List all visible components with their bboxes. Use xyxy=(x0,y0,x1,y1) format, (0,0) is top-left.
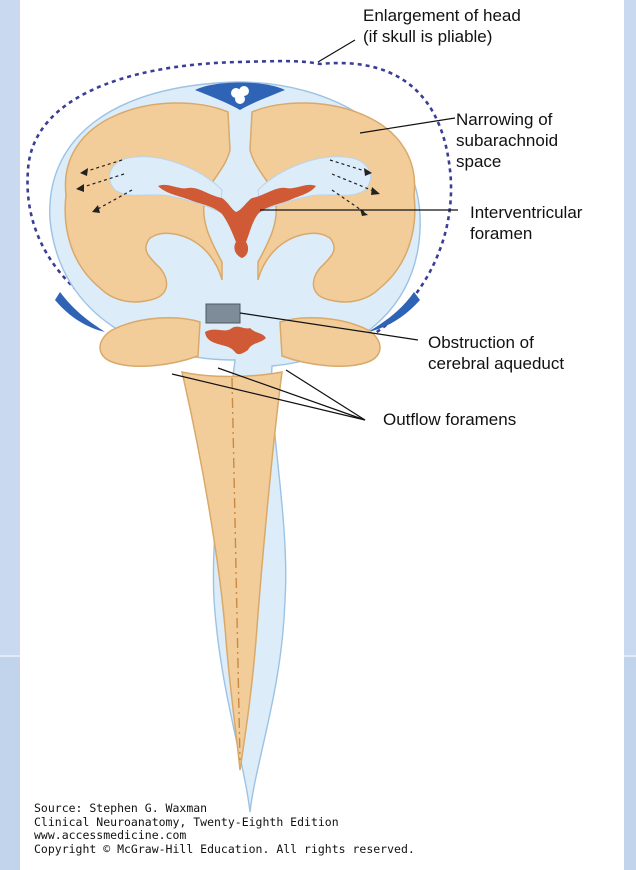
source-line-copyright: Copyright © McGraw-Hill Education. All r… xyxy=(34,843,415,857)
source-line-author: Source: Stephen G. Waxman xyxy=(34,802,415,816)
source-citation: Source: Stephen G. Waxman Clinical Neuro… xyxy=(34,802,415,856)
label-enlargement-line1: Enlargement of head xyxy=(363,6,521,26)
label-interventricular-line1: Interventricular xyxy=(470,203,582,223)
label-narrowing-line3: space xyxy=(456,152,501,172)
label-narrowing-line2: subarachnoid xyxy=(456,131,558,151)
source-line-book: Clinical Neuroanatomy, Twenty-Eighth Edi… xyxy=(34,816,415,830)
label-obstruction-line2: cerebral aqueduct xyxy=(428,354,564,374)
cistern-cloud-3 xyxy=(235,94,245,104)
source-line-website: www.accessmedicine.com xyxy=(34,829,415,843)
label-outflow-foramens: Outflow foramens xyxy=(383,410,516,430)
aqueduct-obstruction-block xyxy=(206,304,240,323)
leader-enlargement xyxy=(318,40,355,62)
label-obstruction-line1: Obstruction of xyxy=(428,333,534,353)
label-enlargement-line2: (if skull is pliable) xyxy=(363,27,492,47)
leader-outflow-3 xyxy=(286,370,365,420)
label-interventricular-line2: foramen xyxy=(470,224,532,244)
label-narrowing-line1: Narrowing of xyxy=(456,110,552,130)
